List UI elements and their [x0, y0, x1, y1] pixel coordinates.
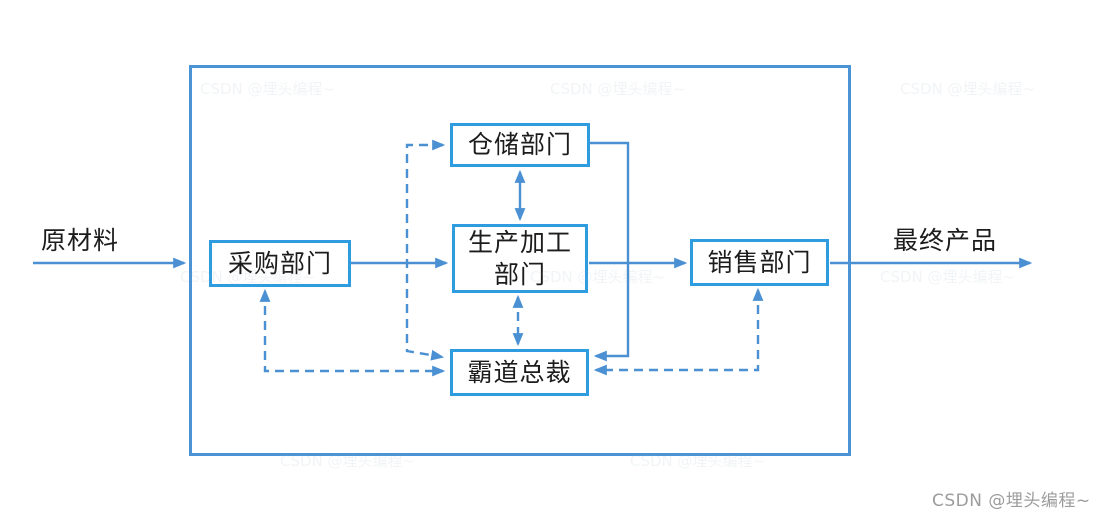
final-product-label: 最终产品 — [892, 226, 997, 255]
node-warehouse-department: 仓储部门 — [450, 123, 590, 167]
node-label: 生产加工 部门 — [467, 228, 572, 289]
enterprise-boundary-box — [189, 65, 851, 456]
node-sales-department: 销售部门 — [690, 239, 829, 286]
edge-ceo-purchasing-dashed — [259, 288, 446, 377]
node-label: 霸道总裁 — [467, 357, 572, 387]
node-label: 仓储部门 — [467, 130, 572, 160]
edge-ceo-warehouse-dashed — [405, 139, 446, 361]
node-label: 销售部门 — [707, 247, 812, 277]
node-ceo: 霸道总裁 — [450, 349, 589, 396]
csdn-credit-watermark: CSDN @埋头编程~ — [932, 491, 1091, 511]
edge-ceo-sales-dashed — [593, 287, 764, 376]
raw-material-label: 原材料 — [40, 226, 119, 255]
node-label: 采购部门 — [227, 248, 332, 278]
node-purchasing-department: 采购部门 — [209, 240, 351, 287]
node-production-department: 生产加工 部门 — [452, 224, 588, 293]
